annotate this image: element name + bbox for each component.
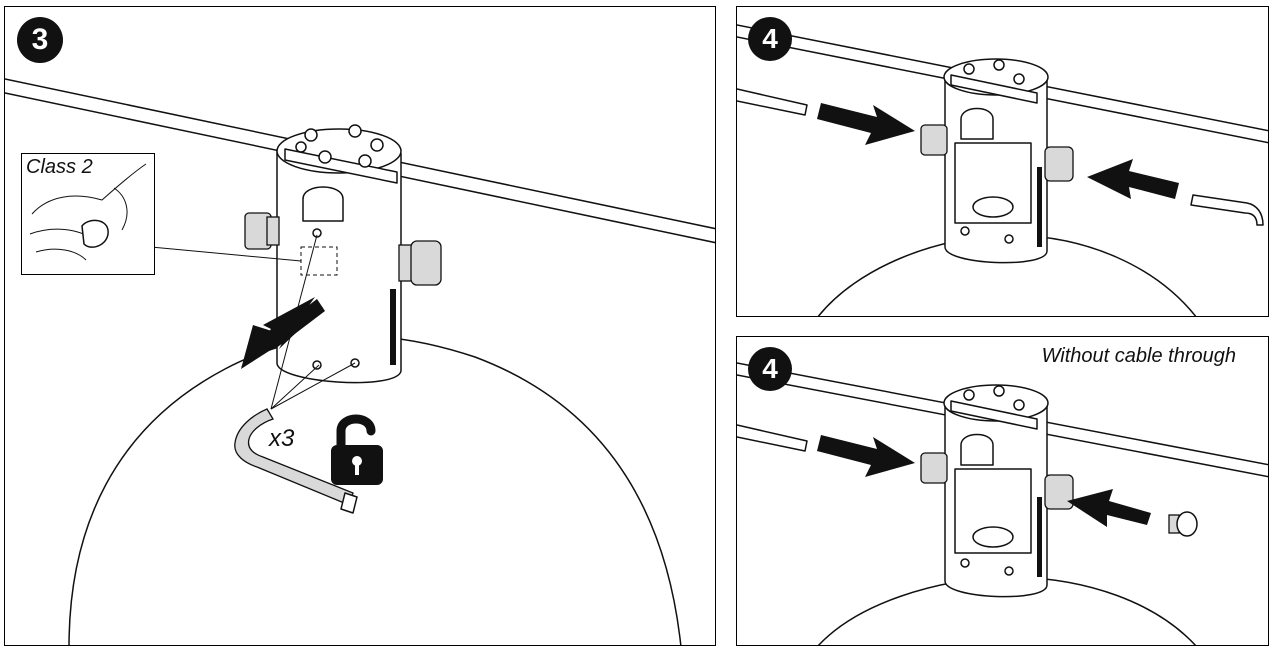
step-number-badge: 4 [748,17,792,61]
unlock-padlock-icon [331,414,383,485]
step-4-panel-without-cable: 4 Without cable through [736,336,1269,646]
right-cable-gland [398,240,442,286]
step-3-illustration [5,78,715,645]
left-cable-gland [244,212,280,250]
blanking-plug [1168,511,1198,537]
screw-quantity-label: x3 [269,425,295,452]
right-cable-gland [1044,474,1074,510]
step-number-badge: 3 [17,17,63,63]
hex-key-icon [234,408,358,514]
push-arrow-icon [817,103,915,145]
step-4a-illustration [737,24,1268,316]
step-4-panel-with-cable: 4 [736,6,1269,317]
class-2-callout: Class 2 [21,153,155,275]
class-2-label: Class 2 [26,156,93,179]
step-3-panel: 3 [4,6,716,646]
panel-caption: Without cable through [1041,345,1236,367]
push-arrow-icon [1087,159,1179,199]
push-arrow-icon [817,435,915,477]
step-4b-illustration [737,362,1268,645]
step-number-badge: 4 [748,347,792,391]
right-cable-gland [1044,146,1074,182]
connector-housing [276,151,402,384]
left-cable-gland [920,124,948,156]
push-arrow-icon [1067,489,1151,527]
left-cable-gland [920,452,948,484]
